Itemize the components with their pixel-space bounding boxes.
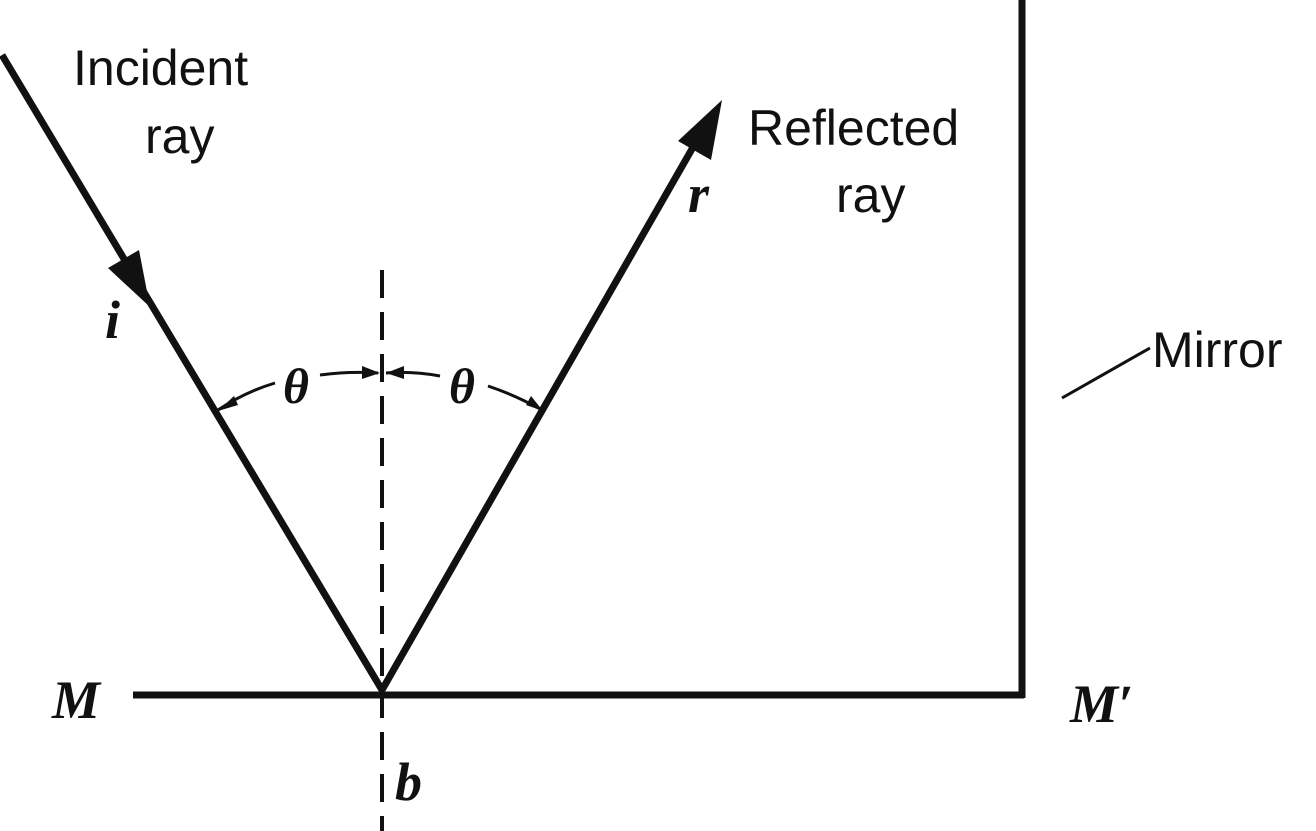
mirror-end-left-label: M bbox=[51, 670, 102, 730]
incident-ray-arrowhead bbox=[108, 250, 150, 307]
reflected-ray bbox=[378, 133, 704, 692]
incident-ray-label-line2: ray bbox=[145, 108, 214, 164]
reflected-ray-symbol: r bbox=[688, 164, 710, 224]
incident-ray bbox=[0, 53, 386, 692]
angle-label-right: θ bbox=[449, 358, 475, 414]
angle-arc-left-inner-arrowhead bbox=[362, 366, 380, 379]
point-of-incidence-label: b bbox=[395, 752, 422, 812]
angle-label-left: θ bbox=[283, 358, 309, 414]
incident-ray-symbol: i bbox=[105, 290, 120, 350]
angle-arc-left-arrowhead bbox=[218, 396, 238, 411]
mirror-leader-line bbox=[1061, 346, 1151, 400]
incident-ray-label-line1: Incident bbox=[73, 40, 248, 96]
angle-arc-right-outer-arrowhead bbox=[526, 396, 543, 411]
reflected-ray-arrowhead bbox=[678, 100, 722, 160]
reflected-ray-label-line1: Reflected bbox=[748, 100, 959, 156]
mirror-end-right-label: M′ bbox=[1069, 674, 1133, 734]
angle-arc-right-arrowhead bbox=[386, 366, 404, 379]
mirror-label: Mirror bbox=[1152, 322, 1283, 378]
reflected-ray-label-line2: ray bbox=[836, 167, 905, 223]
